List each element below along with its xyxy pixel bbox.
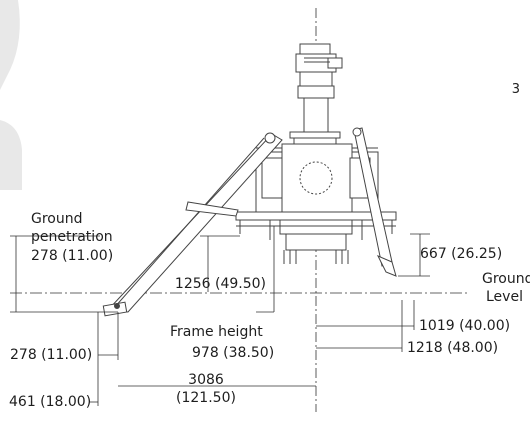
- total-reach-dimension: 3086: [188, 372, 224, 388]
- page-number: 3: [511, 82, 520, 97]
- frame-height-label: Frame height: [170, 324, 263, 340]
- frame-height-value: 978 (38.50): [192, 345, 275, 361]
- ground-penetration-label: penetration: [31, 229, 113, 245]
- ground-level-label: Ground: [482, 271, 530, 287]
- drop-dimension: 1256 (49.50): [174, 276, 266, 292]
- ground-penetration-value: 278 (11.00): [31, 248, 114, 264]
- total-reach-dimension: (121.50): [176, 390, 236, 406]
- foot-reach-dimension: 461 (18.00): [9, 394, 92, 410]
- decorative-shape: [0, 120, 22, 190]
- machine-body: [235, 43, 397, 264]
- foot-width-dimension: 278 (11.00): [10, 347, 93, 363]
- offset-dimension: 1218 (48.00): [407, 340, 499, 356]
- decorative-shape: [0, 0, 20, 90]
- right-leg-arm: [352, 127, 397, 277]
- clearance-dimension: 667 (26.25): [420, 246, 503, 262]
- offset-dimension: 1019 (40.00): [419, 318, 511, 334]
- dimension-lines: [10, 226, 430, 406]
- ground-level-label: Level: [486, 289, 523, 305]
- left-leg-arm: [102, 132, 283, 317]
- ground-penetration-label: Ground: [31, 211, 83, 227]
